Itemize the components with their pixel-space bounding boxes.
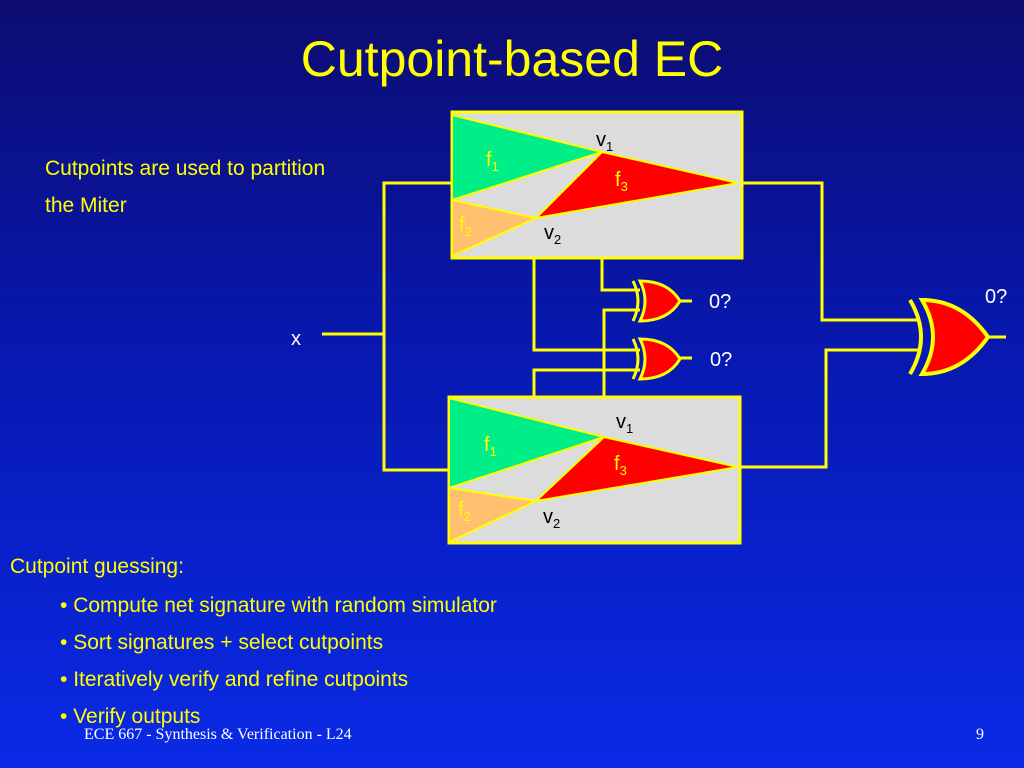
top-block: f1 f2 f3 v1 v2	[450, 110, 744, 260]
bottom-block: f1 f2 f3 v1 v2	[447, 395, 742, 545]
bottom-f1-label: f1	[484, 434, 497, 459]
xor-gate-lower	[631, 337, 682, 381]
guessing-step: Verify outputs	[60, 698, 497, 735]
xor-upper-output-label: 0?	[709, 291, 731, 313]
guessing-step: Iteratively verify and refine cutpoints	[60, 661, 497, 698]
top-f1-shape	[451, 113, 606, 202]
guessing-step: Sort signatures + select cutpoints	[60, 624, 497, 661]
top-f3-shape	[533, 150, 739, 220]
guessing-heading: Cutpoint guessing:	[10, 555, 184, 578]
bottom-v1-label: v1	[616, 411, 633, 436]
top-f2-shape	[451, 198, 540, 258]
bottom-f3-shape	[532, 435, 739, 503]
footer-text: ECE 667 - Synthesis & Verification - L24	[84, 726, 352, 743]
top-output-wire	[738, 181, 920, 322]
bottom-v1-wire	[602, 308, 640, 437]
bottom-f2-shape	[448, 486, 540, 544]
bottom-f1-shape	[448, 396, 608, 490]
guessing-steps-list: Compute net signature with random simula…	[60, 587, 497, 735]
top-v1-label: v1	[596, 129, 613, 154]
slide-title: Cutpoint-based EC	[300, 31, 724, 87]
top-f2-label: f2	[459, 214, 472, 239]
guessing-step: Compute net signature with random simula…	[60, 587, 497, 624]
bottom-f3-label: f3	[614, 453, 627, 478]
top-v2-label: v2	[544, 222, 561, 247]
input-fanout-wire	[382, 181, 452, 472]
xor-final-output-label: 0?	[985, 286, 1007, 308]
intro-text: Cutpoints are used to partition the Mite…	[45, 157, 326, 217]
xor-lower-output-label: 0?	[710, 349, 732, 371]
top-f1-label: f1	[486, 149, 499, 174]
bottom-v2-label: v2	[543, 506, 560, 531]
xor-gate-final	[908, 297, 991, 377]
page-number: 9	[976, 726, 984, 743]
top-f3-label: f3	[615, 169, 628, 194]
xor-gate-upper	[631, 279, 682, 323]
bottom-f2-label: f2	[458, 499, 471, 524]
bottom-output-wire	[738, 348, 920, 469]
input-x-label: x	[291, 328, 301, 350]
